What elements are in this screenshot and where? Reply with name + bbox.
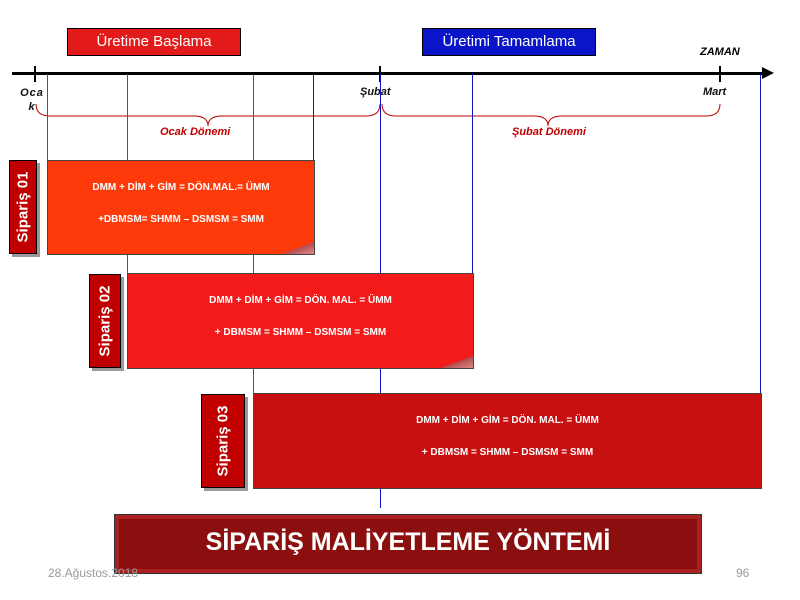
order-02-page-curl [441,356,473,368]
period-january: Ocak Dönemi [160,126,231,138]
timeline-arrow-icon [762,67,774,79]
month-january-label: Oca k [20,87,44,113]
tick-january [34,66,36,82]
month-january: Oca k [18,86,46,114]
order-01-line2: +DBMSM= SHMM – DSMSM = SMM [98,214,264,225]
footer-page-number: 96 [736,566,750,580]
order-02-line1: DMM + DİM + GİM = DÖN. MAL. = ÜMM [209,295,392,306]
month-march: Mart [703,86,727,98]
month-february: Şubat [360,86,391,98]
order-02-label: Sipariş 02 [96,285,114,357]
order-03-label-box: Sipariş 03 [201,394,245,488]
order-02-line2: + DBMSM = SHMM – DSMSM = SMM [214,327,387,338]
order-03-label: Sipariş 03 [214,405,232,477]
order-01-line1: DMM + DİM + GİM = DÖN.MAL.= ÜMM [92,182,270,193]
slide-title: SİPARİŞ MALİYETLEME YÖNTEMİ [205,528,611,556]
order-02-label-box: Sipariş 02 [89,274,121,368]
order-03-line2: + DBMSM = SHMM – DSMSM = SMM [421,447,594,458]
period-february: Şubat Dönemi [512,126,586,138]
order-03-line1: DMM + DİM + GİM = DÖN. MAL. = ÜMM [416,415,599,426]
timeline-axis [12,72,764,75]
footer-date: 28.Ağustos.2018 [48,566,139,580]
legend-end-production: Üretimi Tamamlama [422,28,596,56]
order-01-page-curl [282,242,314,254]
end-line-order-02 [472,74,473,364]
time-axis-label: ZAMAN [700,46,740,58]
legend-end-label: Üretimi Tamamlama [442,33,576,50]
order-01-label-box: Sipariş 01 [9,160,37,254]
legend-start-production: Üretime Başlama [67,28,241,56]
legend-start-label: Üretime Başlama [96,33,212,50]
order-03-bar: DMM + DİM + GİM = DÖN. MAL. = ÜMM + DBMS… [253,393,762,489]
tick-march [719,66,721,82]
brace-january [35,103,381,127]
order-01-label: Sipariş 01 [14,171,32,243]
order-02-bar: DMM + DİM + GİM = DÖN. MAL. = ÜMM + DBMS… [127,273,474,369]
end-line-order-03 [760,74,761,488]
order-01-bar: DMM + DİM + GİM = DÖN.MAL.= ÜMM +DBMSM= … [47,160,315,255]
slide-title-box: SİPARİŞ MALİYETLEME YÖNTEMİ [114,514,702,574]
brace-february [381,103,721,127]
